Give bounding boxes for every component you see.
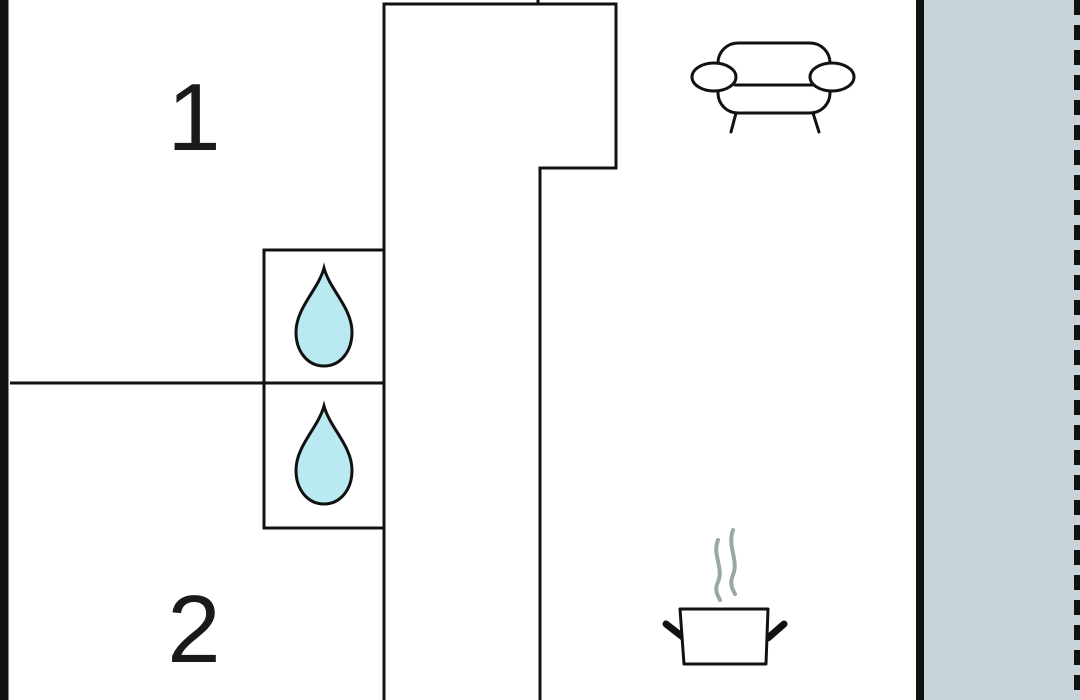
interior-walls [10, 0, 618, 700]
cooking-pot-icon [662, 528, 788, 666]
room-number-1: 1 [167, 64, 220, 171]
sofa-icon [690, 41, 856, 134]
water-drop-icon [294, 400, 354, 506]
water-drop-icon [294, 262, 354, 368]
corridor-wall [382, 2, 618, 700]
bathroom-block [262, 248, 386, 530]
exterior-area [920, 0, 1080, 700]
room-number-2: 2 [167, 576, 220, 683]
